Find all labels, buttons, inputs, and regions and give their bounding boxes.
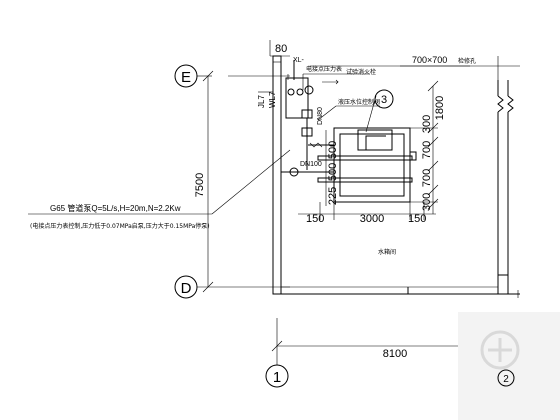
water-tank-inner — [339, 133, 405, 197]
dim-3000: 3000 — [360, 213, 384, 225]
dim-tick — [427, 160, 439, 172]
valve-box — [301, 109, 313, 119]
riser-circle — [296, 88, 304, 96]
inlet-box — [357, 129, 393, 151]
dim-700-b: 700 — [421, 169, 433, 187]
label-level-control: 液压水位控制阀 — [338, 98, 380, 106]
tank-fitting — [409, 151, 417, 161]
wall-break-right — [507, 95, 514, 113]
room-label: 水箱间 — [378, 248, 396, 256]
note-leader — [211, 149, 291, 215]
label-wl7: WL7 — [268, 91, 277, 108]
inlet-pipe — [365, 135, 386, 150]
dim-tick — [202, 70, 214, 82]
dim-tick — [427, 198, 439, 210]
dim-tick — [202, 281, 214, 293]
leader-level-control-d — [317, 105, 337, 121]
dim-7500: 7500 — [194, 173, 206, 197]
dim-225: 225 — [327, 187, 339, 205]
dim-300-top: 300 — [421, 115, 433, 133]
leader-arrow — [322, 79, 339, 85]
wall-corner — [497, 274, 509, 295]
grid-label-e: E — [181, 69, 191, 86]
tank-divider — [317, 155, 413, 161]
dim-300-bottom: 300 — [421, 193, 433, 211]
label-access-hole-size: 700×700 — [412, 55, 447, 65]
wall-break-left — [497, 95, 504, 113]
dim-500-b: 500 — [327, 163, 339, 181]
grid-label-d: D — [181, 280, 192, 297]
label-dn100: DN100 — [300, 161, 322, 168]
valve-box — [301, 127, 313, 137]
watermark-logo — [480, 330, 520, 370]
tank-divider — [317, 177, 413, 183]
dim-80: 80 — [275, 43, 287, 55]
dim-500-a: 500 — [327, 141, 339, 159]
grid-label-2: 2 — [503, 374, 509, 385]
label-jl7: JL7 — [257, 95, 266, 108]
label-dn80: DN80 — [317, 107, 324, 125]
grid-label-1: 1 — [273, 369, 281, 386]
dim-150-right: 150 — [408, 213, 426, 225]
pipe-shaft — [285, 77, 309, 119]
label-test-hydrant: 试验消火栓 — [346, 68, 376, 76]
grid-bubble-2 — [497, 369, 515, 387]
riser-circle — [287, 88, 295, 96]
label-access-hole: 检修孔 — [458, 57, 476, 65]
dim-8100: 8100 — [383, 348, 407, 360]
dim-tick — [427, 184, 439, 196]
label-pressure-switch: 电接点压力表 — [306, 65, 342, 73]
valve-symbol — [309, 142, 323, 148]
note-line-2: (电接点压力表控制,压力低于0.07MPa启泵,压力大于0.15MPa停泵) — [30, 222, 210, 230]
note-line-1: G65 管道泵Q=5L/s,H=20m,N=2.2Kw — [50, 203, 181, 213]
dim-tick — [271, 340, 283, 352]
gauge-icon — [304, 85, 314, 95]
water-tank-outer — [333, 127, 411, 203]
dim-150-left: 150 — [306, 213, 324, 225]
dim-tick — [427, 80, 439, 92]
dim-700-a: 700 — [421, 141, 433, 159]
label-xl: XL- — [293, 57, 305, 64]
dim-tick — [427, 136, 439, 148]
detail-leader — [365, 95, 377, 133]
dim-1800: 1800 — [434, 96, 446, 120]
detail-index: 3 — [381, 94, 387, 106]
